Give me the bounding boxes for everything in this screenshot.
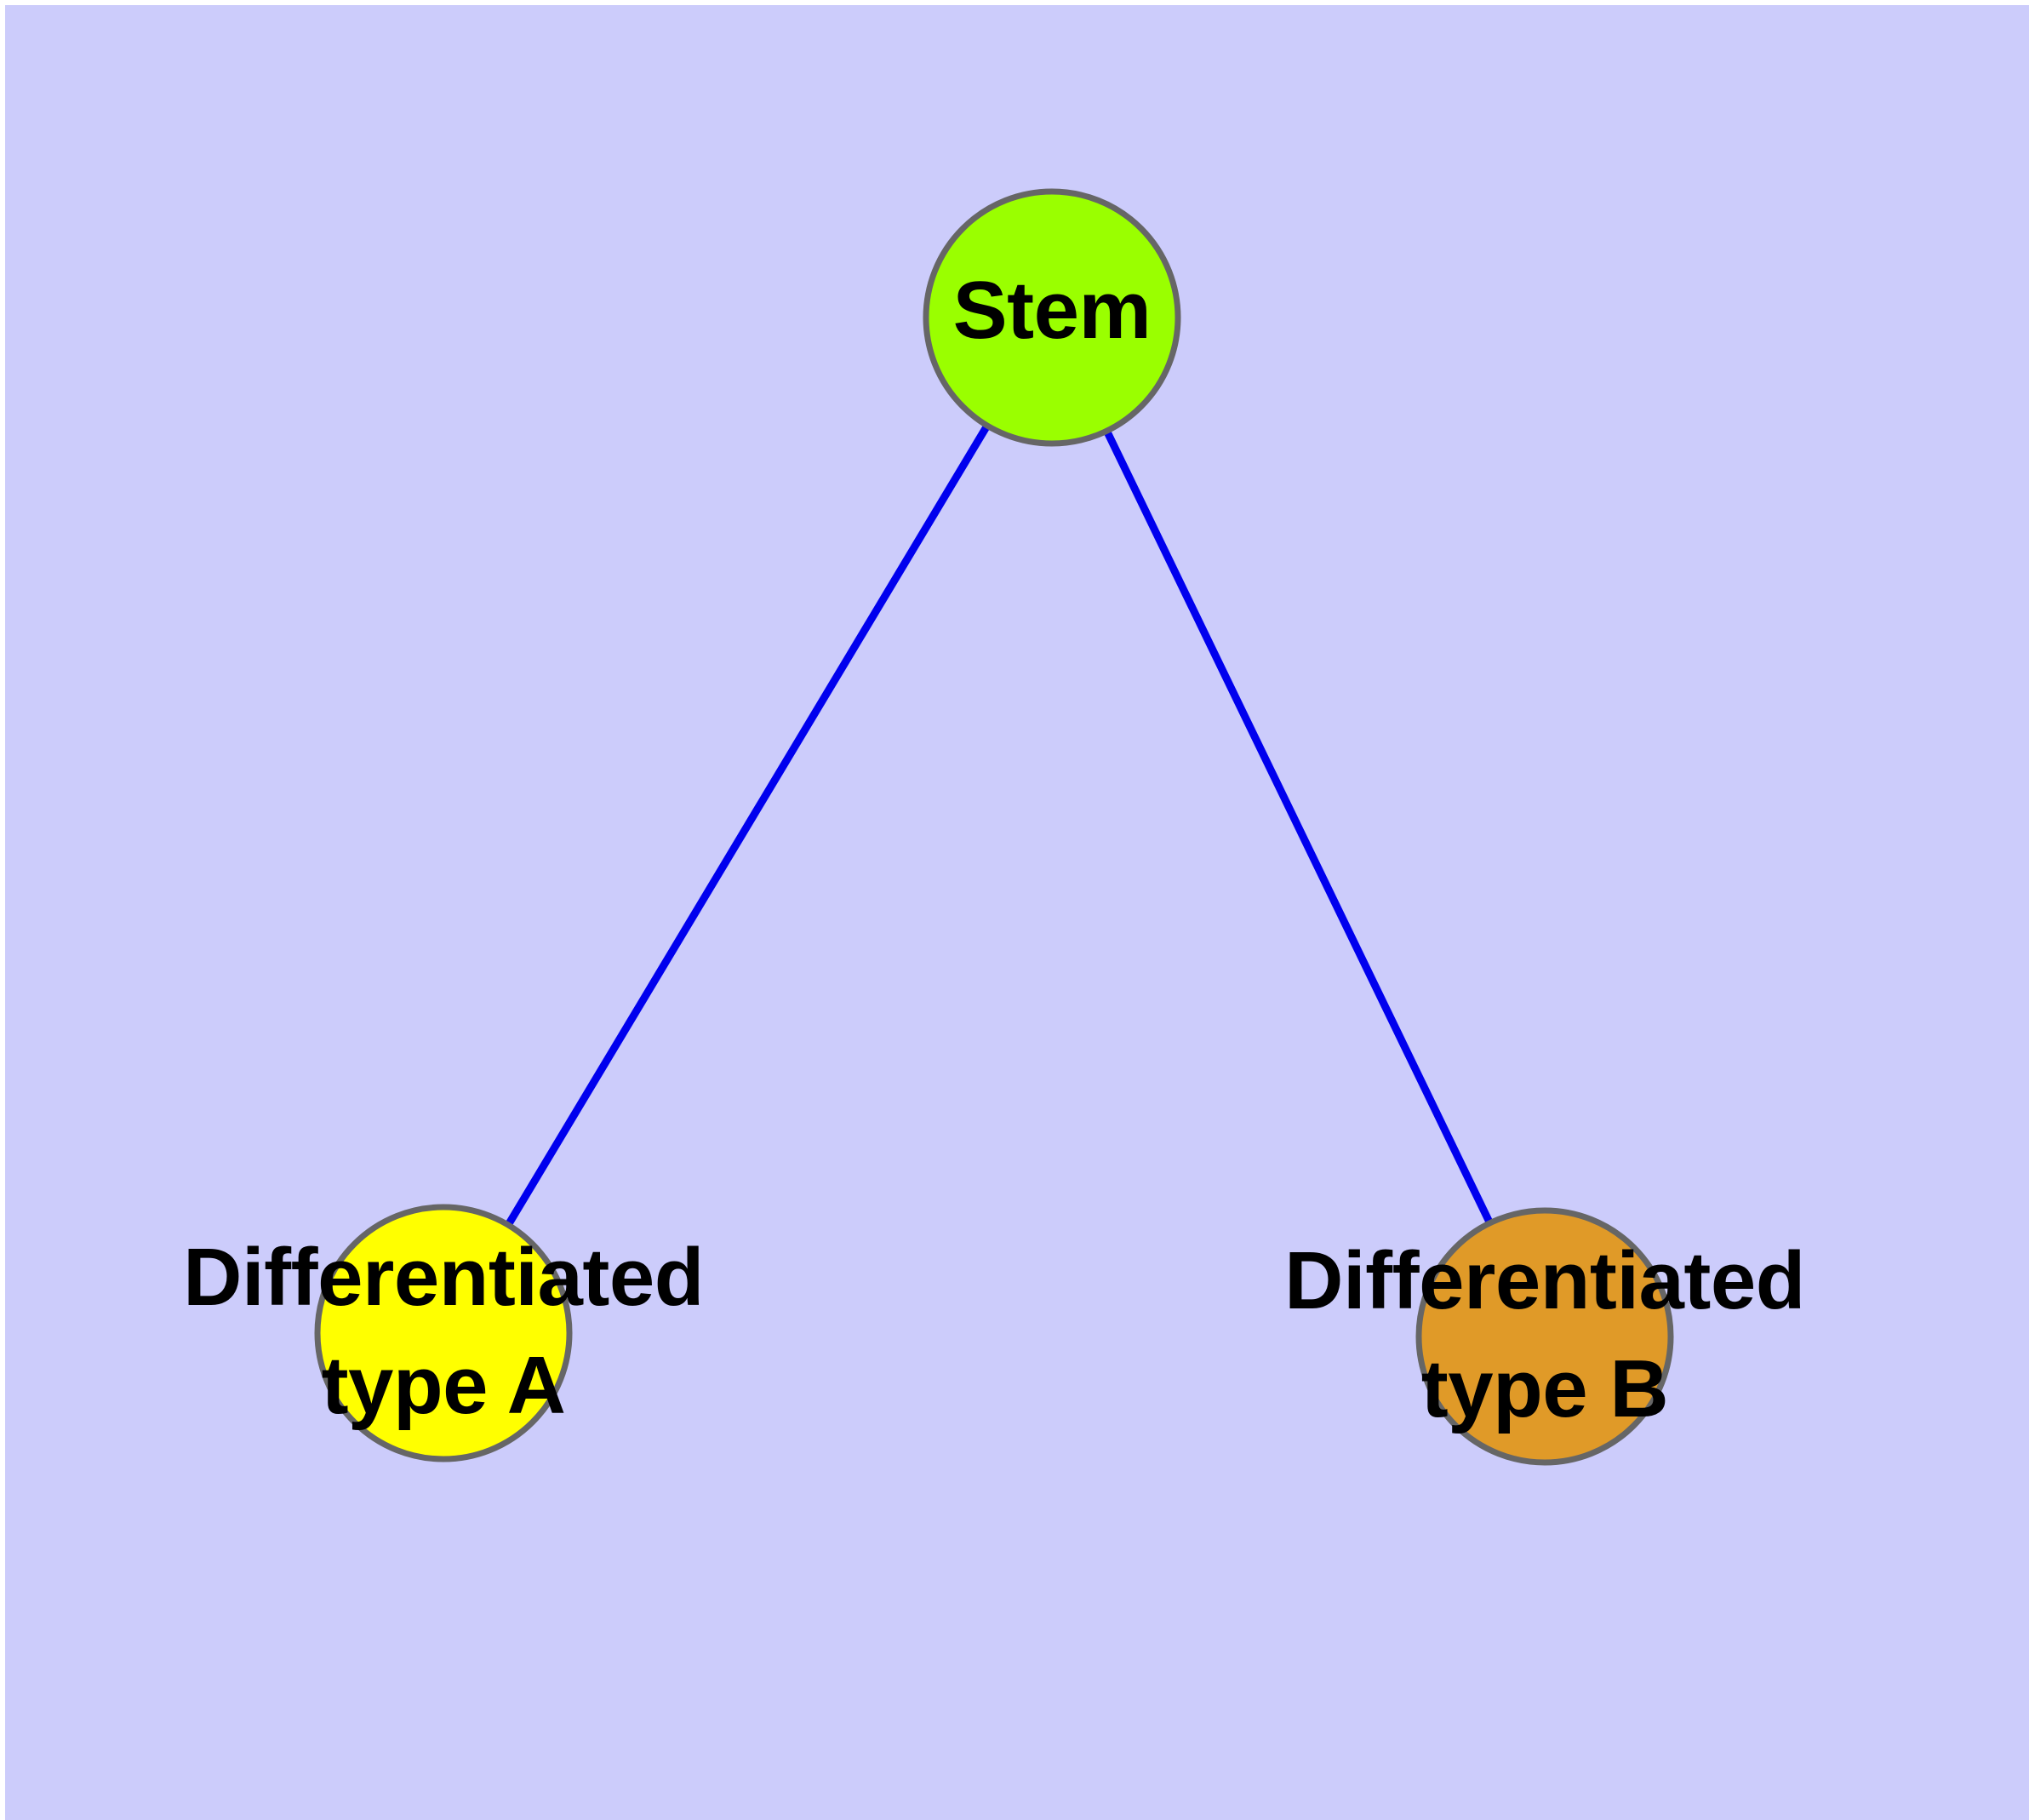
node-stem[interactable] [923,188,1181,447]
node-layer [314,188,1674,1466]
edge-stem-to-diff-b[interactable] [1104,431,1493,1223]
edge-layer [506,425,1493,1226]
edge-stem-to-diff-a[interactable] [506,425,990,1226]
node-differentiated-type-b[interactable] [1415,1207,1674,1466]
node-differentiated-type-a[interactable] [314,1204,573,1462]
